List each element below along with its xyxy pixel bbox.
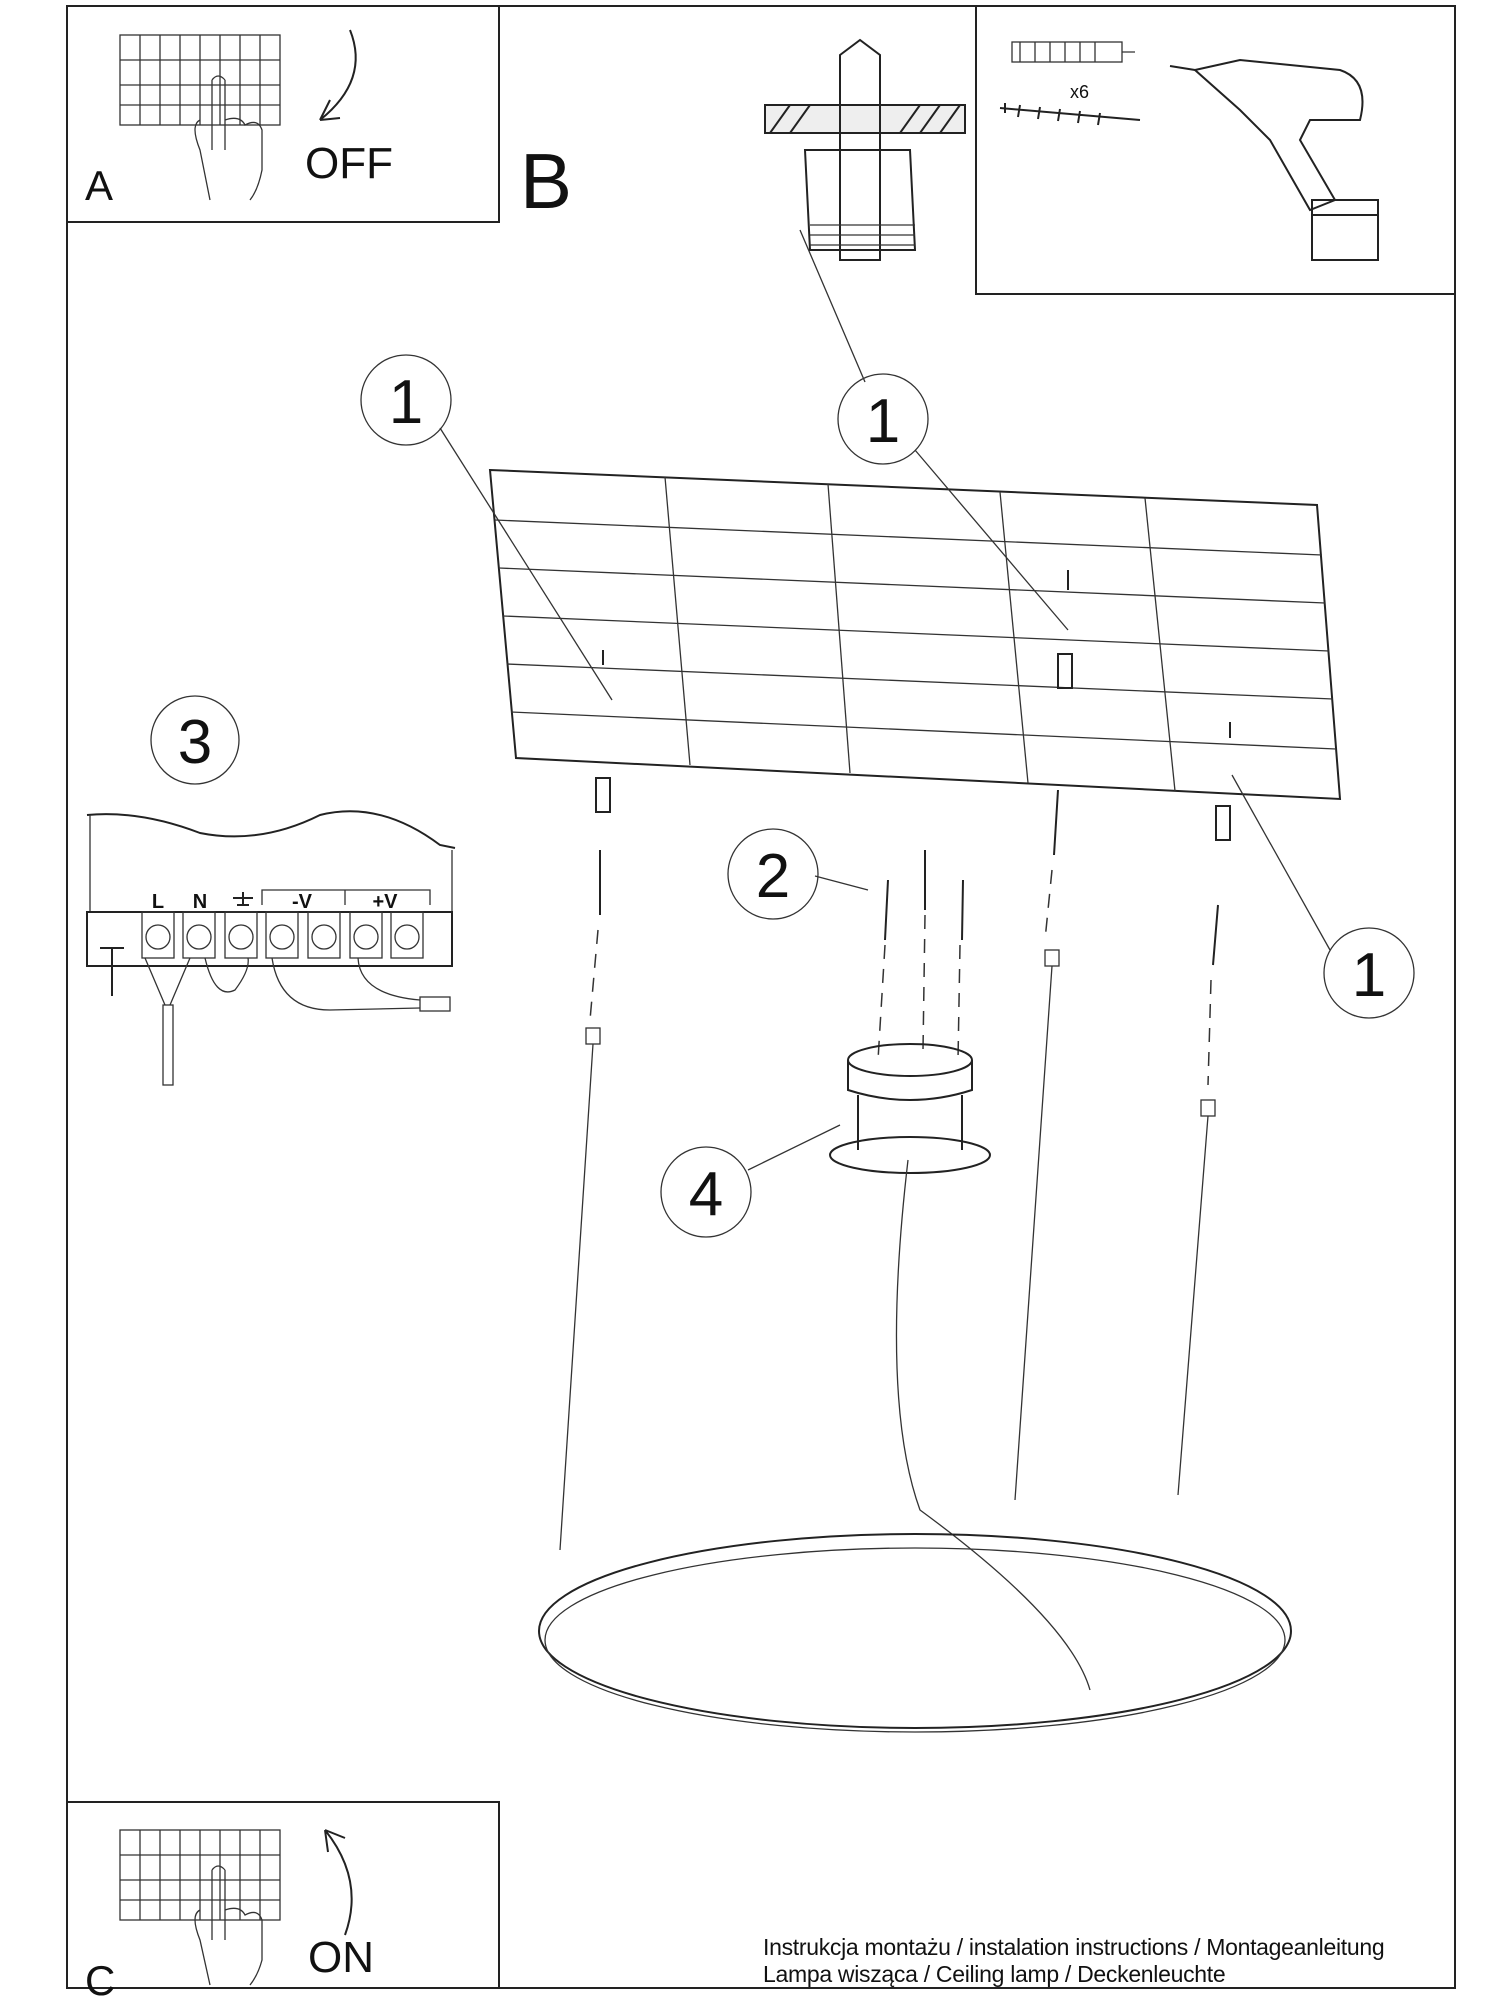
suspension-wires bbox=[559, 949, 1216, 1691]
panel-c-action: ON bbox=[308, 1933, 374, 1982]
arrow-down-icon bbox=[319, 29, 357, 121]
callout-screws: 2 bbox=[727, 828, 869, 920]
fixings bbox=[595, 570, 1231, 966]
panel-a-letter: A bbox=[85, 162, 113, 209]
page-frame bbox=[66, 5, 1456, 1989]
footer-caption: Instrukcja montażu / instalation instruc… bbox=[763, 1934, 1385, 1988]
panel-c: C ON bbox=[66, 1801, 500, 2000]
callout-anchor-right: 1 bbox=[1231, 774, 1415, 1019]
fixing-quantity: x6 bbox=[1070, 82, 1089, 102]
terminal-n: N bbox=[193, 891, 207, 913]
ring-lamp bbox=[538, 1533, 1292, 1733]
footer-product: Lampa wisząca / Ceiling lamp / Deckenleu… bbox=[763, 1961, 1226, 1987]
panel-b-letter: B bbox=[520, 137, 572, 225]
footer-title: Instrukcja montażu / instalation instruc… bbox=[763, 1934, 1385, 1960]
svg-text:1: 1 bbox=[1352, 941, 1386, 1010]
ceiling-panel bbox=[488, 468, 1342, 801]
dashed-guides bbox=[589, 869, 1212, 1086]
drill-icon bbox=[1169, 58, 1379, 261]
panel-a-action: OFF bbox=[305, 139, 393, 188]
callout-wiring: 3 bbox=[178, 708, 212, 777]
screw-icon bbox=[999, 103, 1141, 126]
svg-text:1: 1 bbox=[389, 368, 423, 437]
svg-text:2: 2 bbox=[756, 842, 790, 911]
tools-panel: x6 bbox=[975, 5, 1456, 295]
breaker-switch-icon bbox=[119, 1829, 281, 1921]
anchor-detail bbox=[764, 38, 966, 383]
panel-a: A OFF bbox=[66, 5, 500, 223]
callout-anchor-left: 1 bbox=[360, 354, 613, 701]
callout-anchor-center: 1 bbox=[837, 373, 1069, 631]
terminal-l: L bbox=[152, 891, 164, 913]
terminal-plus-v: +V bbox=[372, 891, 398, 913]
panel-c-letter: C bbox=[85, 1957, 115, 2000]
ground-icon bbox=[233, 892, 253, 906]
hand-icon bbox=[194, 1865, 263, 1986]
hand-icon bbox=[194, 75, 263, 201]
canopy bbox=[829, 1043, 991, 1174]
svg-text:4: 4 bbox=[689, 1160, 723, 1229]
svg-text:1: 1 bbox=[866, 387, 900, 456]
callout-canopy: 4 bbox=[660, 1124, 841, 1238]
terminal-minus-v: -V bbox=[292, 891, 313, 913]
wiring-detail: 3 L N -V +V bbox=[86, 695, 456, 1086]
breaker-switch-icon bbox=[119, 34, 281, 126]
arrow-up-icon bbox=[324, 1829, 353, 1936]
wall-plug-icon bbox=[1011, 41, 1135, 63]
